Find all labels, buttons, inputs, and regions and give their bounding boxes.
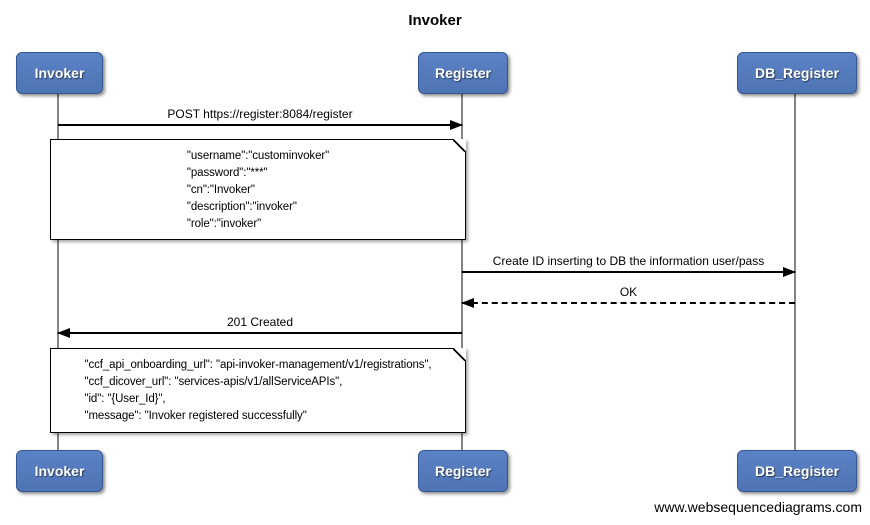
actor-register-label: Register <box>434 65 492 81</box>
note-line: "password":"***" <box>186 167 268 179</box>
actor-invoker-label: Invoker <box>34 463 85 479</box>
message-create-id-label: Create ID inserting to DB the informatio… <box>492 254 765 268</box>
message-create-id: Create ID inserting to DB the informatio… <box>462 251 796 277</box>
note-request-body: "username":"custominvoker" "password":"*… <box>50 139 466 240</box>
note-line: "message": "Invoker registered successfu… <box>84 410 307 422</box>
message-201-created-line <box>58 332 462 334</box>
message-201-created-label: 201 Created <box>226 315 294 329</box>
message-ok-line <box>462 302 795 304</box>
lifeline-invoker <box>57 93 59 451</box>
note-line: "ccf_dicover_url": "services-apis/v1/all… <box>84 376 343 388</box>
message-ok: OK <box>461 282 795 308</box>
note-line: "description":"invoker" <box>186 201 297 213</box>
arrowhead-right-icon <box>783 267 796 277</box>
actor-db-register-label: DB_Register <box>754 463 840 479</box>
message-post-register-line <box>58 124 462 126</box>
note-fold-icon <box>453 139 466 152</box>
note-line: "username":"custominvoker" <box>186 150 330 162</box>
note-response-body: "ccf_api_onboarding_url": "api-invoker-m… <box>50 348 466 433</box>
actor-invoker-top: Invoker <box>16 52 103 94</box>
note-response-body-text: "ccf_api_onboarding_url": "api-invoker-m… <box>84 357 431 425</box>
message-ok-label: OK <box>619 285 638 299</box>
note-fold-icon <box>453 348 466 361</box>
note-line: "ccf_api_onboarding_url": "api-invoker-m… <box>84 359 432 371</box>
note-line: "role":"invoker" <box>186 218 262 230</box>
arrowhead-right-icon <box>450 120 463 130</box>
actor-invoker-bottom: Invoker <box>16 450 103 492</box>
arrowhead-left-icon <box>57 328 70 338</box>
actor-db-register-top: DB_Register <box>737 52 857 94</box>
note-line: "id": "{User_Id}", <box>84 393 166 405</box>
actor-db-register-bottom: DB_Register <box>737 450 857 492</box>
actor-db-register-label: DB_Register <box>754 65 840 81</box>
actor-register-top: Register <box>418 52 508 94</box>
arrowhead-left-icon <box>461 298 474 308</box>
message-post-register-label: POST https://register:8084/register <box>167 107 353 121</box>
message-201-created: 201 Created <box>57 312 462 338</box>
actor-register-bottom: Register <box>418 450 508 492</box>
note-request-body-text: "username":"custominvoker" "password":"*… <box>187 148 329 233</box>
note-line: "cn":"Invoker" <box>186 184 255 196</box>
message-post-register: POST https://register:8084/register <box>58 104 463 130</box>
message-create-id-line <box>462 271 795 273</box>
actor-invoker-label: Invoker <box>34 65 85 81</box>
actor-register-label: Register <box>434 463 492 479</box>
diagram-title: Invoker <box>408 12 462 29</box>
watermark-url: www.websequencediagrams.com <box>654 499 862 515</box>
